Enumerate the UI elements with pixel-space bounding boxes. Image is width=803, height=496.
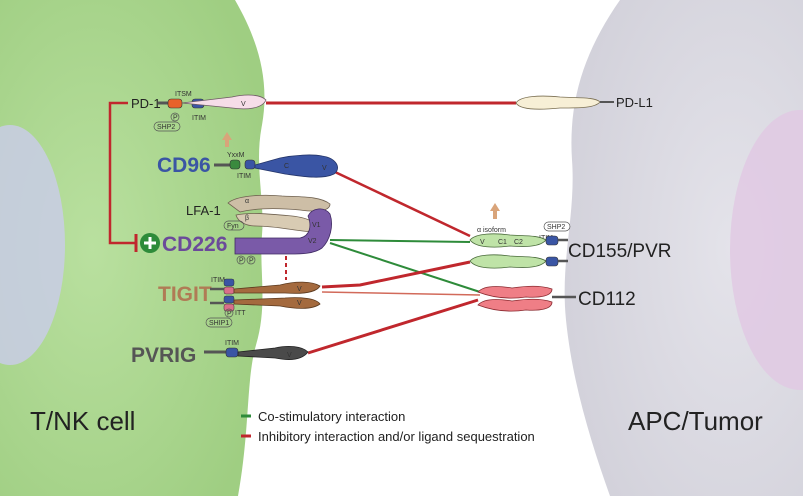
pdl1-shape: [515, 95, 601, 110]
cd155-c1-domain-label: C1: [498, 239, 507, 246]
pvrig-itim-label: ITIM: [225, 340, 239, 347]
lfa1-alpha-chain: [227, 194, 331, 213]
legend-costim-label: Co-stimulatory interaction: [258, 409, 405, 424]
pd1-shp2-label: SHP2: [157, 124, 175, 131]
cd96-up-arrow: [222, 132, 232, 147]
tigit-itt-motif-1: [223, 295, 235, 304]
cd96-label: CD96: [157, 154, 211, 177]
tigit-itt-motif-2: [223, 303, 235, 312]
cd155-shp2-badge: [543, 221, 571, 232]
legend-inhib-label: Inhibitory interaction and/or ligand seq…: [258, 429, 535, 444]
pd1-label: PD-1: [131, 96, 161, 111]
pd1-itsm-label: ITSM: [175, 91, 192, 98]
tigit-ship1-badge: [205, 317, 233, 328]
cd112-shape-2: [477, 298, 553, 312]
cd155-up-arrow: [490, 203, 500, 219]
pd1-v-domain-label: V: [241, 101, 246, 108]
pd1-phospho-badge: [170, 112, 180, 122]
apc-cell-membrane: [564, 0, 803, 496]
cd226-phospho-badge-1: [236, 255, 246, 265]
tigit-extracellular-domain-1: [233, 281, 321, 294]
tigit-v-domain-1-label: V: [297, 286, 302, 293]
cd226-cd155-line: [329, 239, 471, 243]
pd1-extracellular-domain: [181, 94, 267, 110]
cd96-v-domain-label: V: [322, 165, 327, 172]
cd112-shape-1: [477, 285, 553, 299]
tigit-phospho-badge: [224, 308, 234, 318]
pd1-phospho-label: P: [173, 115, 178, 122]
pvrig-itim-motif: [225, 347, 239, 358]
cd96-yxxm-motif: [229, 159, 241, 170]
pd1-itsm-motif: [167, 98, 183, 109]
lfa1-alpha-label: α: [245, 198, 249, 205]
tigit-itim-label: ITIM: [211, 277, 225, 284]
tnk-cell-membrane: [0, 0, 265, 496]
cd226-cd112-line: [329, 242, 481, 293]
tigit-extracellular-domain-2: [233, 297, 321, 309]
cd96-itim-label: ITIM: [237, 173, 251, 180]
cd155-itim-motif-2: [545, 256, 559, 267]
cd226-phospho-label-2: P: [249, 258, 254, 265]
cd155-v-domain-label: V: [480, 239, 485, 246]
cd226-extracellular-domain: [234, 208, 332, 255]
cd226-v2-label: V2: [308, 238, 317, 245]
pd1-itim-label: ITIM: [192, 115, 206, 122]
pvrig-extracellular-domain: [237, 345, 309, 360]
tigit-v-domain-2-label: V: [297, 300, 302, 307]
pd1-shp2-badge: [153, 121, 181, 132]
lfa1-label: LFA-1: [186, 203, 221, 218]
cd155-second-isoform-shape: [469, 254, 547, 269]
cd226-phospho-badge-2: [246, 255, 256, 265]
cd96-cd155-line: [334, 170, 471, 238]
tigit-ship1-label: SHIP1: [209, 320, 229, 327]
cd226-phospho-label-1: P: [239, 258, 244, 265]
tnk-cell-label: T/NK cell: [30, 406, 135, 436]
lfa1-beta-label: β: [245, 215, 249, 222]
tigit-itim-motif-1: [223, 278, 235, 287]
pvrig-label: PVRIG: [131, 344, 196, 367]
cd96-yxxm-label: YxxM: [227, 152, 245, 159]
cd96-c-domain-label: C: [284, 163, 289, 170]
tigit-itim-motif-2: [223, 286, 235, 295]
cd96-extracellular-domain: [254, 154, 338, 178]
apc-tumor-label: APC/Tumor: [628, 406, 763, 436]
cd155-shp2-label: SHP2: [547, 224, 565, 231]
cd226-label: CD226: [162, 233, 227, 256]
tigit-itt-label: ITT: [235, 310, 246, 317]
tigit-cd155-line: [321, 260, 471, 289]
cd112-label: CD112: [578, 289, 636, 310]
pd1-cd226-inhibition-line: [108, 101, 135, 245]
cd155-label: CD155/PVR: [568, 241, 672, 262]
pdl1-label: PD-L1: [616, 95, 653, 110]
costim-plus-icon-cross: [144, 237, 156, 249]
tigit-phospho-label: P: [227, 311, 232, 318]
cd155-alpha-isoform-label: α isoform: [477, 227, 506, 234]
pvrig-v-domain-label: V: [287, 352, 292, 359]
cd226-v1-label: V1: [312, 222, 321, 229]
tnk-nucleus: [0, 125, 65, 365]
apc-nucleus: [730, 110, 803, 390]
tigit-label: TIGIT: [158, 283, 212, 306]
fyn-badge: [223, 220, 245, 231]
cd96-itim-motif: [244, 159, 256, 170]
cd155-c2-domain-label: C2: [514, 239, 523, 246]
tigit-cd112-line: [321, 291, 481, 296]
fyn-label: Fyn: [227, 223, 239, 230]
pvrig-cd112-line: [307, 298, 479, 355]
cd155-itim-motif-1: [545, 235, 559, 246]
